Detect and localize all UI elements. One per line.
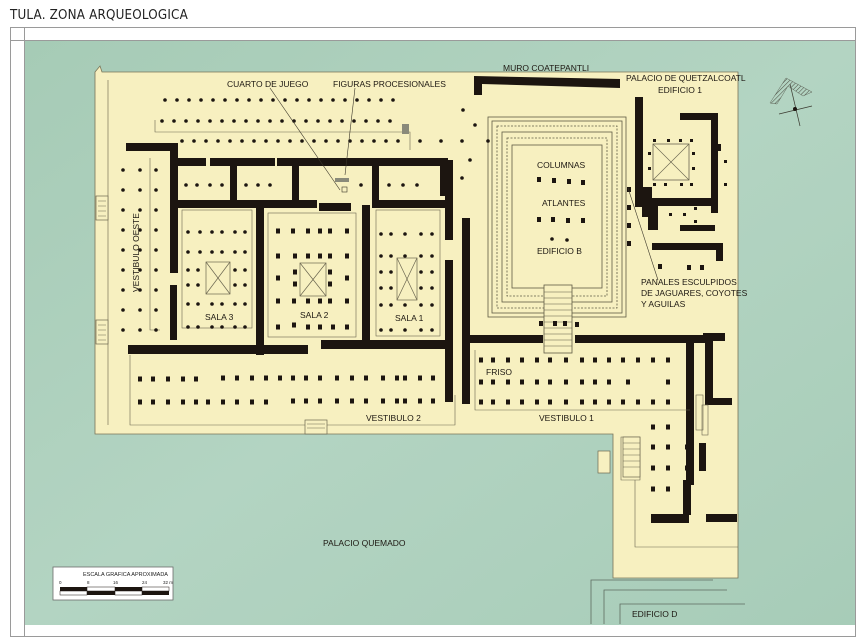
label-palacio-quetzalcoatl: PALACIO DE QUETZALCOATL [626,73,746,83]
edificio-1-structure [642,113,727,261]
cuarto-de-juego-marker [341,186,348,193]
edificio-b-pyramid [487,116,627,354]
label-sala-2: SALA 2 [300,310,329,320]
scale-bar: ESCALA GRAFICA APROXIMADA 0 8 16 24 32 m [52,566,174,601]
label-muro-coatepantli: MURO COATEPANTLI [503,63,589,73]
label-panales-1: PANALES ESCULPIDOS [641,277,737,287]
edificio-b-columns [537,177,704,327]
edificio-d-outline [590,579,745,624]
map-title: TULA. ZONA ARQUEOLOGICA [10,8,188,23]
sala-3-hearth [205,261,231,295]
north-arrow-icon [769,77,813,127]
label-vestibulo-1: VESTIBULO 1 [539,413,594,423]
frame-left-rule [24,27,25,637]
label-edificio-d: EDIFICIO D [632,609,677,619]
scale-bar-title: ESCALA GRAFICA APROXIMADA [83,572,168,578]
muro-coatepantli-wall [474,76,643,207]
stone-marker [402,124,409,134]
cuarto-de-juego-leader [269,87,341,191]
label-edificio-1: EDIFICIO 1 [658,85,702,95]
figuras-procesionales-marker [335,178,349,182]
panales-leader-line [627,187,659,281]
frame-top-rule [10,40,856,41]
stair-treads [98,200,640,468]
column-dots-north [121,98,490,332]
label-sala-3: SALA 3 [205,312,234,322]
palacio-quemado-walls [126,143,737,523]
column-squares [138,228,689,492]
figuras-leader [344,87,356,176]
label-sala-1: SALA 1 [395,313,424,323]
label-edificio-b: EDIFICIO B [537,246,582,256]
label-panales-2: DE JAGUARES, COYOTES [641,288,748,298]
room-outlines [129,120,738,548]
map-frame [10,27,856,637]
label-friso: FRISO [486,367,512,377]
scale-tick-32: 32 m [163,580,173,585]
label-columnas: COLUMNAS [537,160,586,170]
sala-1-hearth [396,257,418,301]
scale-tick-8: 8 [87,580,90,585]
sala-2-hearth [299,262,327,297]
scale-tick-16: 16 [113,580,119,585]
label-atlantes: ATLANTES [542,198,586,208]
plaza-area [94,65,739,579]
label-vestibulo-oeste: VESTIBULO OESTE [131,213,141,292]
scale-tick-0: 0 [59,580,62,585]
scale-tick-24: 24 [142,580,148,585]
label-panales-3: Y AGUILAS [641,299,686,309]
label-vestibulo-2: VESTIBULO 2 [366,413,421,423]
label-cuarto-de-juego: CUARTO DE JUEGO [227,79,309,89]
label-palacio-quemado: PALACIO QUEMADO [323,538,406,548]
label-figuras-procesionales: FIGURAS PROCESIONALES [333,79,446,89]
